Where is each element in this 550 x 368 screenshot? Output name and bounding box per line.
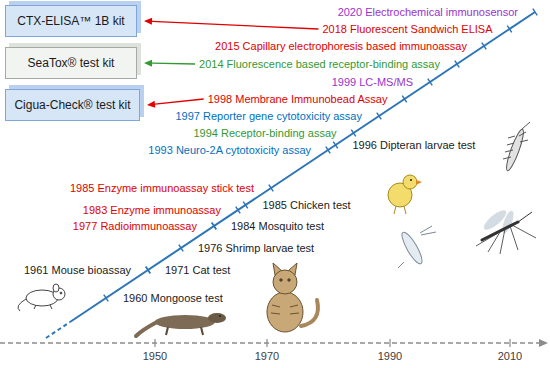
kit-box: SeaTox® test kit	[5, 47, 137, 79]
timeline-event: 1976 Shrimp larvae test	[198, 242, 314, 255]
shrimp-larva-figure	[398, 226, 436, 268]
mosquito-figure	[476, 207, 536, 254]
cat-figure	[267, 263, 318, 332]
timeline-tick	[212, 223, 216, 230]
kit-name: Cigua-Check® test kit	[14, 98, 130, 112]
axis-arrowhead	[539, 339, 548, 347]
timeline-event: 1960 Mongoose test	[123, 292, 223, 305]
axis-tick	[389, 339, 390, 347]
timeline-event: 2020 Electrochemical immunosensor	[338, 6, 518, 19]
timeline-tick	[326, 147, 330, 154]
time-axis	[0, 342, 540, 344]
timeline-tick	[533, 9, 537, 16]
axis-tick	[154, 339, 155, 347]
timeline-tick	[377, 113, 381, 120]
kit-box: Cigua-Check® test kit	[5, 89, 140, 121]
timeline-event: 1998 Membrane Immunobead Assay	[208, 93, 388, 106]
timeline-tick	[212, 223, 216, 230]
year-label: 2010	[498, 350, 522, 363]
year-label: 1970	[255, 350, 279, 363]
timeline-event: 2015 Capillary electrophoresis based imm…	[215, 40, 467, 53]
year-label: 1990	[378, 350, 402, 363]
kit-box: CTX-ELISA™ 1B kit	[5, 5, 137, 37]
timeline-tick	[428, 79, 432, 86]
axis-tick	[266, 339, 267, 347]
timeline-tick	[351, 130, 355, 137]
timeline-event: 1983 Enzyme immunoassay	[83, 204, 221, 217]
timeline-event: 1985 Enzyme immunoassay stick test	[70, 182, 254, 195]
timeline-event: 1993 Neuro-2A cytotoxicity assay	[148, 144, 311, 157]
timeline-tick	[146, 267, 150, 274]
timeline-tick	[269, 185, 273, 192]
timeline-event: 2018 Fluorescent Sandwich ELISA	[323, 23, 493, 36]
timeline-tick	[104, 295, 108, 302]
timeline-event: 1994 Receptor-binding assay	[193, 127, 336, 140]
timeline-event: 1971 Cat test	[165, 264, 230, 277]
timeline-event: 1997 Reporter gene cytotoxicity assay	[176, 110, 363, 123]
chicken-figure	[388, 175, 422, 214]
kit-name: CTX-ELISA™ 1B kit	[17, 14, 124, 28]
kit-arrow	[155, 99, 204, 104]
timeline-line	[70, 12, 535, 322]
timeline-tick	[402, 96, 406, 103]
year-label: 1950	[143, 350, 167, 363]
timeline-event: 1985 Chicken test	[263, 199, 351, 212]
kit-arrowhead	[144, 60, 152, 67]
timeline-event: 2014 Fluorescence based receptor-binding…	[199, 58, 440, 71]
timeline-event: 1961 Mouse bioassay	[24, 264, 131, 277]
dipteran-larva-figure	[503, 122, 530, 172]
timeline-tick	[179, 245, 183, 252]
timeline-tick	[243, 202, 247, 209]
timeline-tick	[146, 267, 150, 274]
timeline-dashed	[46, 322, 70, 338]
timeline-event: 1996 Dipteran larvae test	[353, 139, 476, 152]
axis-tick	[509, 339, 510, 347]
mouse-figure	[18, 284, 65, 311]
timeline-tick	[333, 142, 337, 149]
timeline-event: 1984 Mosquito test	[231, 220, 324, 233]
kit-arrow	[152, 63, 195, 65]
timeline-event: 1977 Radioimmunoassay	[73, 220, 197, 233]
timeline-event: 1999 LC-MS/MS	[332, 76, 413, 89]
mongoose-figure	[136, 313, 226, 336]
timeline-tick	[482, 43, 486, 50]
timeline-tick	[507, 26, 511, 33]
kit-arrowhead	[147, 101, 155, 108]
kit-arrowhead	[144, 18, 152, 25]
kit-arrow	[152, 21, 319, 29]
timeline-tick	[455, 61, 459, 68]
timeline-tick	[236, 207, 240, 214]
kit-name: SeaTox® test kit	[28, 56, 115, 70]
